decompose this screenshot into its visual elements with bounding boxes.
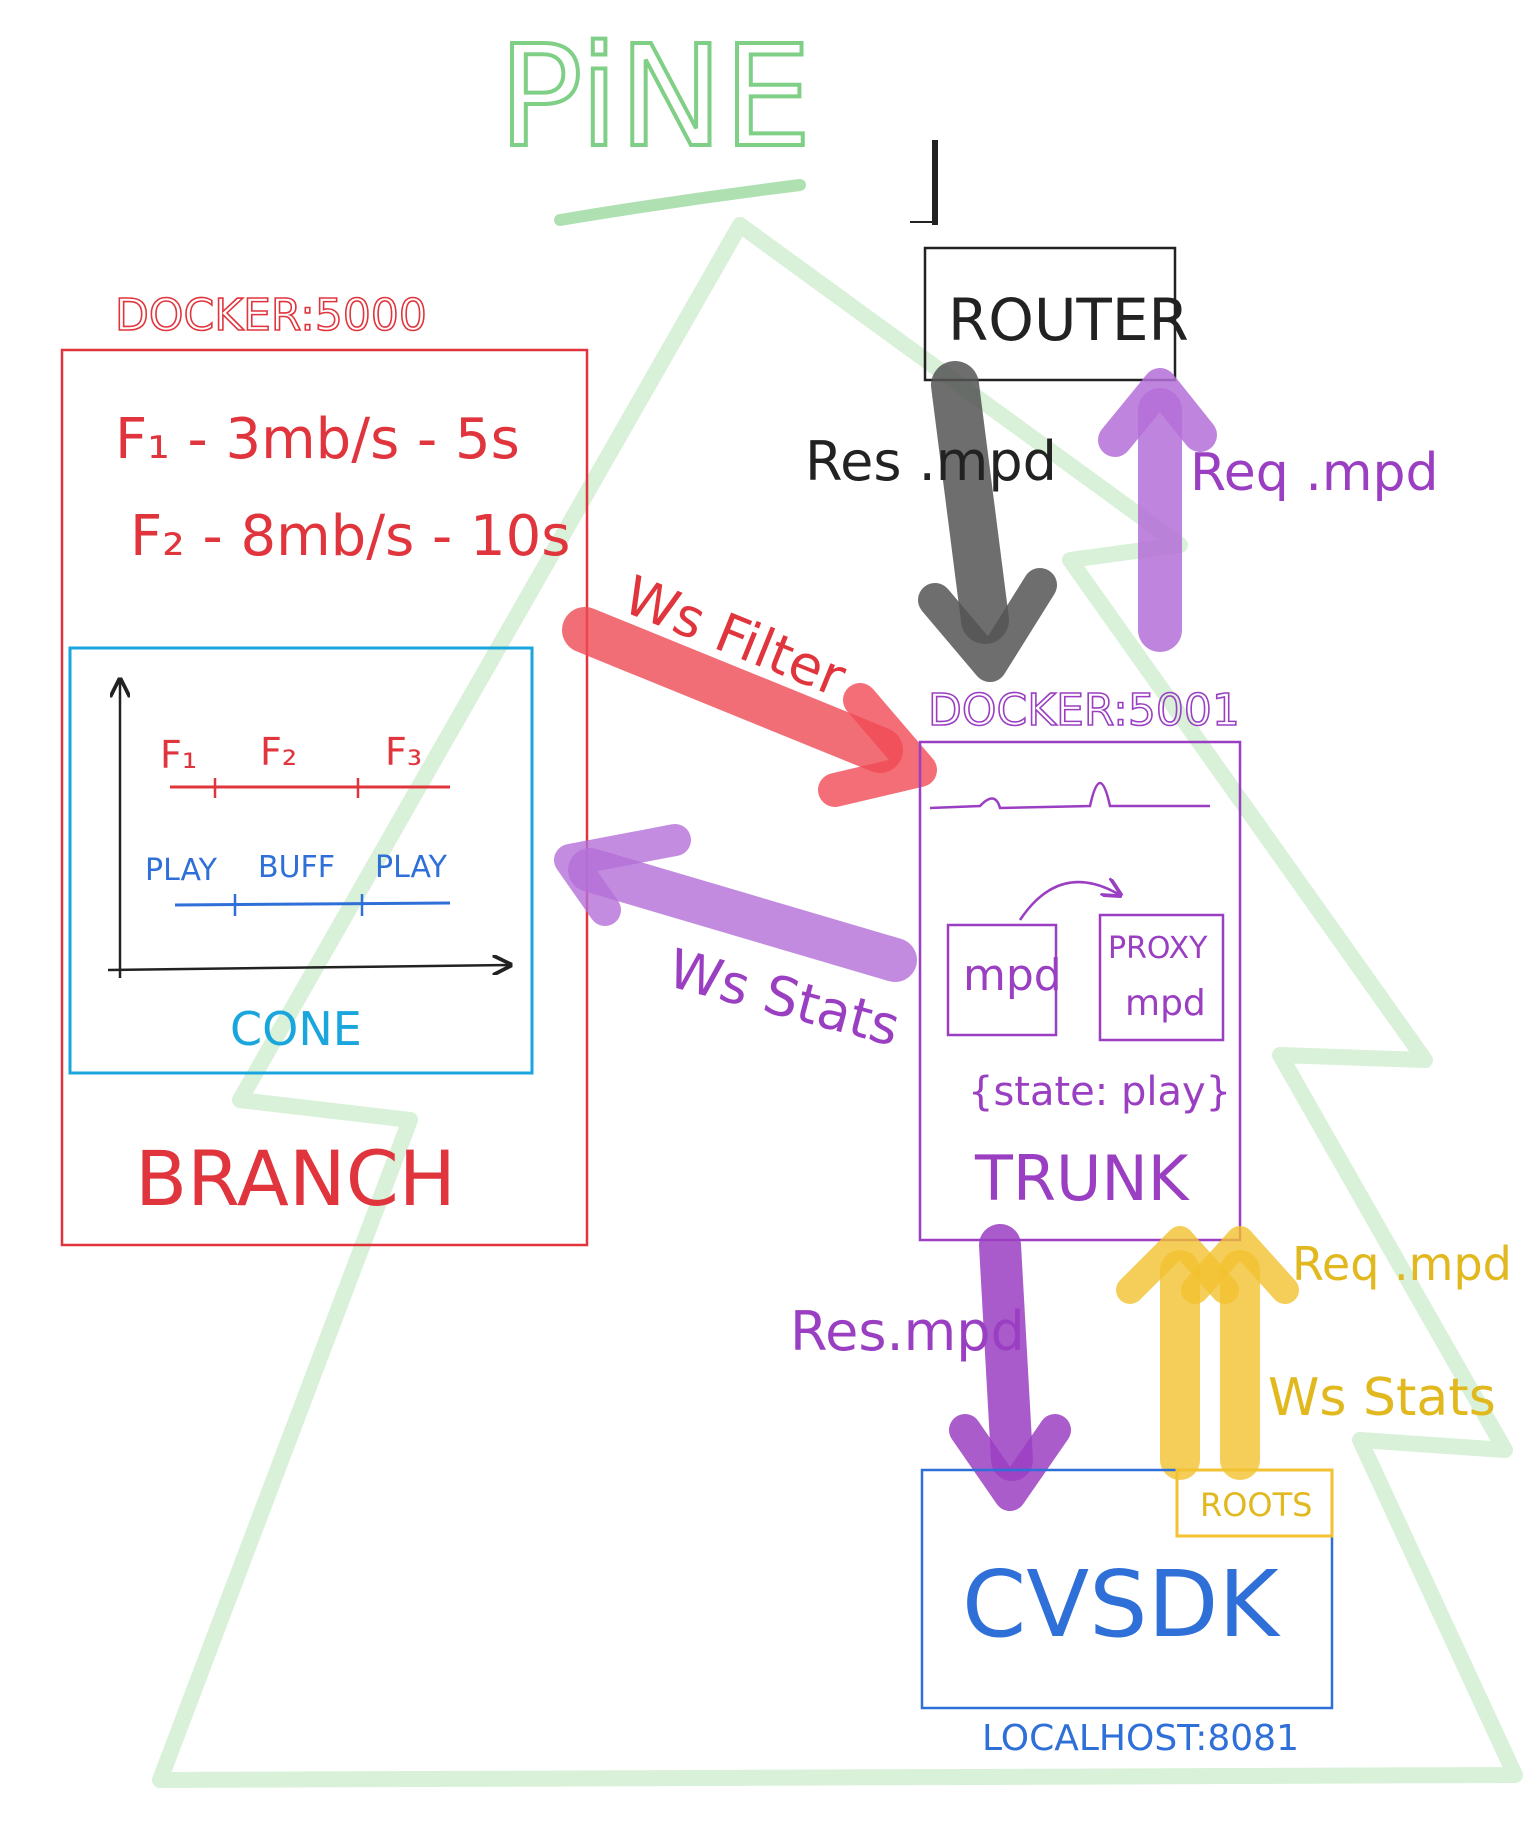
- cone-state-3: PLAY: [375, 850, 448, 885]
- router-req-label: Req .mpd: [1190, 443, 1439, 503]
- trunk-res-arrow: Res.mpd: [790, 1224, 1071, 1511]
- cvsdk-localhost-label: LOCALHOST:8081: [982, 1718, 1299, 1759]
- cone-state-timeline: [174, 901, 451, 907]
- cvsdk-up-arrows: Req .mpd Ws Stats: [1116, 1226, 1512, 1480]
- cone-state-1: PLAY: [145, 853, 218, 888]
- trunk-proxy-label-2: mpd: [1125, 983, 1206, 1024]
- router-res-label: Res .mpd: [805, 430, 1057, 493]
- cone-panel: F₁ F₂ F₃ PLAY BUFF PLAY CONE: [68, 646, 534, 1075]
- cvsdk-container: ROOTS CVSDK LOCALHOST:8081: [920, 1468, 1334, 1759]
- trunk-res-label: Res.mpd: [790, 1300, 1025, 1363]
- title-underline: [554, 179, 806, 226]
- branch-name: BRANCH: [135, 1134, 456, 1223]
- trunk-container: DOCKER:5001 mpd PROXY mpd {state: play} …: [918, 684, 1242, 1242]
- trunk-state: {state: play}: [968, 1069, 1231, 1115]
- cone-filter-1: F₁: [160, 733, 197, 777]
- roots-box: [1175, 1468, 1334, 1538]
- trunk-box: [918, 740, 1242, 1242]
- page-title: PiNE: [498, 16, 811, 179]
- cone-box: [68, 646, 534, 1075]
- roots-label: ROOTS: [1200, 1486, 1312, 1524]
- cone-x-axis: [107, 965, 510, 970]
- cvsdk-ws-label: Ws Stats: [1268, 1368, 1496, 1428]
- branch-box: [60, 348, 589, 1247]
- branch-line-1: F₁ - 3mb/s - 5s: [115, 407, 520, 472]
- trunk-proxy-label-1: PROXY: [1108, 931, 1208, 966]
- cvsdk-name: CVSDK: [962, 1551, 1281, 1658]
- trunk-mpd-label: mpd: [963, 950, 1062, 1001]
- trunk-proxy-box: [1098, 913, 1225, 1042]
- branch-container: DOCKER:5000 F₁ - 3mb/s - 5s F₂ - 8mb/s -…: [60, 289, 589, 1247]
- trunk-signal-line: [929, 782, 1210, 810]
- trunk-docker-label: DOCKER:5001: [928, 685, 1240, 736]
- trunk-mpd-box: [946, 923, 1058, 1037]
- trunk-name: TRUNK: [974, 1142, 1190, 1215]
- title-group: PiNE: [496, 14, 814, 226]
- pine-tree-background: [152, 217, 1523, 1788]
- router-box: [923, 246, 1177, 382]
- router-name: ROUTER: [948, 286, 1189, 354]
- branch-docker-label: DOCKER:5000: [115, 290, 427, 341]
- router-req-arrow: Req .mpd: [1098, 368, 1439, 652]
- router-res-arrow: Res .mpd: [805, 361, 1057, 682]
- cvsdk-req-label: Req .mpd: [1292, 1237, 1512, 1291]
- router-node: ROUTER: [910, 140, 1189, 382]
- cone-filter-2: F₂: [260, 730, 297, 774]
- trunk-proxy-curve-arrow: [1018, 882, 1120, 921]
- ws-stats-left-arrow: Ws Stats: [554, 824, 917, 1059]
- cone-state-2: BUFF: [258, 850, 335, 885]
- ws-filter-arrow: Ws Filter: [562, 564, 937, 807]
- branch-line-2: F₂ - 8mb/s - 10s: [130, 504, 570, 569]
- cone-name: CONE: [230, 1002, 362, 1056]
- cvsdk-box: [920, 1468, 1334, 1710]
- cone-filter-3: F₃: [385, 730, 422, 774]
